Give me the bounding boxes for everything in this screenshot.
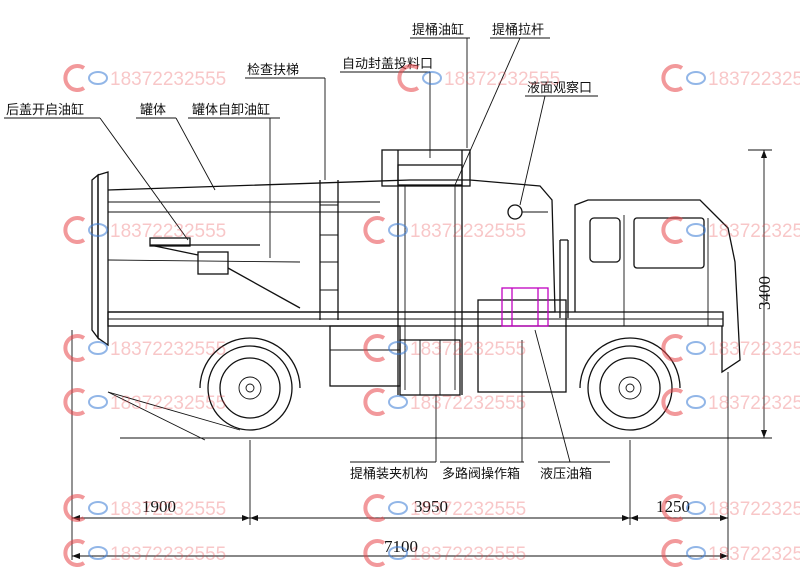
watermark-phone: 18372232555 <box>708 393 800 414</box>
watermark-logo-icon <box>363 334 386 362</box>
watermark-logo-icon <box>63 334 86 362</box>
watermark-stamp: 18372232555 <box>63 539 226 567</box>
watermark-stamp: 18372232555 <box>363 334 526 362</box>
watermark-logo-icon <box>63 388 86 416</box>
watermark-phone: 18372232555 <box>444 69 560 90</box>
watermark-phone: 18372232555 <box>708 499 800 520</box>
watermark-stamp: 18372232555 <box>661 494 800 522</box>
watermark-logo-icon <box>363 388 386 416</box>
label-level-window: 液面观察口 <box>527 81 592 96</box>
watermark-logo-icon <box>63 216 86 244</box>
watermark-stamp: 18372232555 <box>63 216 226 244</box>
watermark-stamp: 18372232555 <box>661 216 800 244</box>
truck-outline <box>91 149 741 396</box>
watermark-logo-icon <box>661 494 684 522</box>
watermark-stamp: 18372232555 <box>63 334 226 362</box>
watermark-phone: 18372232555 <box>708 221 800 242</box>
watermark-logo-icon <box>63 494 86 522</box>
watermark-stamp: 18372232555 <box>661 64 800 92</box>
watermark-logo-icon <box>397 64 420 92</box>
watermark-phone: 18372232555 <box>110 221 226 242</box>
watermark-logo-icon <box>63 539 86 567</box>
label-auto-cover: 自动封盖投料口 <box>342 56 433 72</box>
watermark-stamp: 18372232555 <box>661 388 800 416</box>
watermark-logo-icon <box>661 388 684 416</box>
watermark-phone: 18372232555 <box>410 221 526 242</box>
front-wheel <box>579 337 681 431</box>
watermark-logo-icon <box>63 64 86 92</box>
label-rear-door-cylinder: 后盖开启油缸 <box>6 102 84 118</box>
dimension-lines <box>71 149 772 560</box>
watermark-stamp: 18372232555 <box>661 334 800 362</box>
watermark-stamp: 18372232555 <box>363 494 526 522</box>
watermark-phone: 18372232555 <box>410 499 526 520</box>
watermark-stamp: 18372232555 <box>63 388 226 416</box>
watermark-phone: 18372232555 <box>708 339 800 360</box>
watermark-phone: 18372232555 <box>410 544 526 565</box>
label-multi-valve-box: 多路阀操作箱 <box>442 466 520 482</box>
dim-height: 3400 <box>755 276 774 310</box>
leader-lines <box>4 37 610 463</box>
watermark-stamp: 18372232555 <box>363 216 526 244</box>
watermark-stamp: 18372232555 <box>63 494 226 522</box>
watermark-phone: 18372232555 <box>110 544 226 565</box>
watermark-phone: 18372232555 <box>110 499 226 520</box>
watermark-phone: 18372232555 <box>410 393 526 414</box>
watermark-stamp: 18372232555 <box>661 539 800 567</box>
watermark-stamp: 18372232555 <box>397 64 560 92</box>
label-tank-body: 罐体 <box>140 103 166 118</box>
label-lift-cylinder: 提桶油缸 <box>412 22 464 38</box>
dim-rear-overhang: 1900 <box>142 497 176 516</box>
label-self-dump-cylinder: 罐体自卸油缸 <box>192 102 270 118</box>
watermark-logo-icon <box>661 64 684 92</box>
watermark-logo-icon <box>363 494 386 522</box>
watermark-logo-icon <box>661 216 684 244</box>
label-hydraulic-tank: 液压油箱 <box>540 466 592 482</box>
watermark-stamp: 18372232555 <box>363 539 526 567</box>
watermark-logo-icon <box>661 539 684 567</box>
watermark-phone: 18372232555 <box>110 69 226 90</box>
label-bin-clamp: 提桶装夹机构 <box>350 466 428 482</box>
watermark-phone: 18372232555 <box>708 544 800 565</box>
watermark-stamp: 18372232555 <box>63 64 226 92</box>
watermarks: 18372232555 18372232555 18372232555 1837223… <box>63 64 800 567</box>
watermark-phone: 18372232555 <box>110 339 226 360</box>
dim-wheelbase: 3950 <box>414 497 448 516</box>
rear-wheel <box>199 337 301 431</box>
watermark-phone: 18372232555 <box>110 393 226 414</box>
watermark-phone: 18372232555 <box>708 69 800 90</box>
watermark-logo-icon <box>661 334 684 362</box>
watermark-phone: 18372232555 <box>410 339 526 360</box>
watermark-logo-icon <box>363 539 386 567</box>
label-lift-rod: 提桶拉杆 <box>492 22 544 38</box>
watermark-stamp: 18372232555 <box>363 388 526 416</box>
label-ladder: 检查扶梯 <box>247 63 299 78</box>
dim-front-overhang: 1250 <box>656 497 690 516</box>
watermark-logo-icon <box>363 216 386 244</box>
